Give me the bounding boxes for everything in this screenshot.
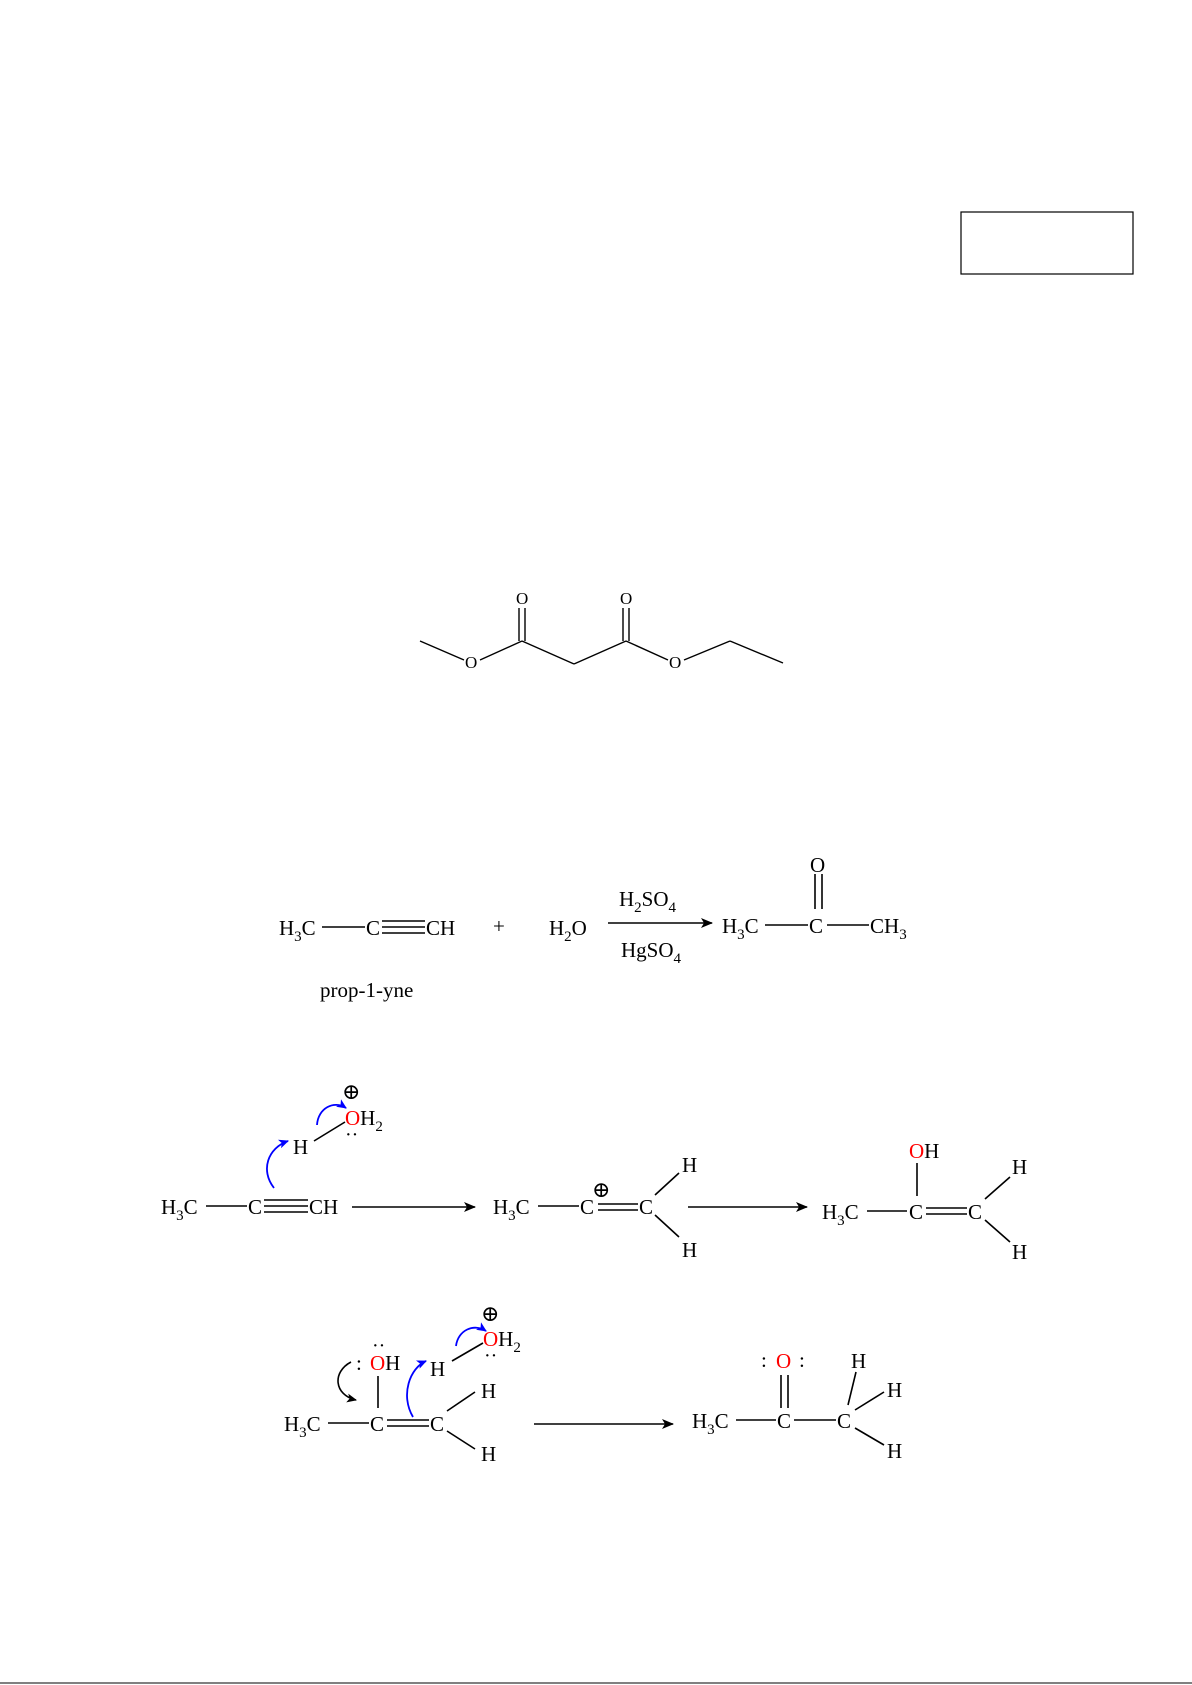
acid-proton: H (293, 1135, 308, 1159)
carbocation-charge: ⊕ (592, 1177, 610, 1202)
hydronium-positive-charge-2: ⊕ (481, 1301, 499, 1326)
reagent-mercuric-sulfate: HgSO4 (621, 938, 682, 967)
reactant-terminal-ch: CH (426, 916, 455, 940)
carbonyl-oxygen-right: O (620, 589, 632, 608)
acetone-h-top: H (851, 1349, 866, 1373)
ketone-oxygen: O (776, 1349, 791, 1373)
enol-terminal-c: C (968, 1200, 982, 1224)
enol-h-bottom: H (1012, 1240, 1027, 1264)
enol-carbon: C (909, 1200, 923, 1224)
arrow-lone-pair-to-bond (338, 1362, 356, 1400)
hydronium-lone-pair-2: ·· (484, 1345, 497, 1367)
reactant-alkyne-c: C (366, 916, 380, 940)
enol-h-top: H (1012, 1155, 1027, 1179)
reagent-sulfuric-acid: H2SO4 (619, 887, 677, 916)
hydration-reaction: H3C C CH + H2O H2SO4 HgSO4 H3C C O CH3 p… (279, 853, 907, 1002)
product-carbonyl-c: C (809, 914, 823, 938)
enol-methyl: H3C (822, 1200, 859, 1229)
product-methyl-right: CH3 (870, 914, 907, 943)
vinyl-cation-terminal-c: C (639, 1195, 653, 1219)
acetone-carbonyl-c: C (777, 1409, 791, 1433)
acetone-h-bottom: H (887, 1439, 902, 1463)
product-carbonyl-o: O (810, 853, 825, 877)
enol-carbon-2: C (370, 1412, 384, 1436)
ketone-lone-pair-left: : (761, 1348, 767, 1372)
carbonyl-oxygen-left: O (516, 589, 528, 608)
reactant-name-label: prop-1-yne (320, 978, 413, 1002)
vinyl-cation-methyl: H3C (493, 1195, 530, 1224)
mechanism-step-tautomerization: ⊕ OH2 ·· H ·· : OH H3C C C H H : O : H3C… (284, 1301, 902, 1466)
acid-proton-2: H (430, 1357, 445, 1381)
product-methyl-left: H3C (722, 914, 759, 943)
propyne-internal-c: C (248, 1195, 262, 1219)
acetone-methyl-left: H3C (692, 1409, 729, 1438)
enol-h-bottom-2: H (481, 1442, 496, 1466)
acetone-methyl-c: C (837, 1409, 851, 1433)
enol-hydroxyl-2: OH (370, 1351, 400, 1375)
vinyl-cation-h-top: H (682, 1153, 697, 1177)
enol-h-top-2: H (481, 1379, 496, 1403)
mechanism-step-protonation: ⊕ OH2 ·· H H3C C CH H3C C ⊕ C H H OH H3C (161, 1079, 1027, 1264)
arrow-pi-to-proton-2 (407, 1361, 426, 1417)
enol-hydroxyl: OH (909, 1139, 939, 1163)
arrow-pi-to-proton (267, 1141, 288, 1188)
answer-box (961, 212, 1133, 274)
reactant-methyl-h: H3C (279, 916, 316, 945)
enol-lone-pair-left: : (356, 1351, 362, 1375)
arrow-bond-to-oxygen (317, 1105, 346, 1125)
enol-terminal-c-2: C (430, 1412, 444, 1436)
hydronium-lone-pair: ·· (345, 1124, 358, 1146)
hydronium-positive-charge: ⊕ (342, 1079, 360, 1104)
diester-skeletal-structure: O O O O (420, 589, 783, 672)
ester-oxygen-right: O (669, 653, 681, 672)
plus-sign: + (493, 914, 505, 938)
acetone-h-mid: H (887, 1378, 902, 1402)
ketone-lone-pair-right: : (799, 1348, 805, 1372)
propyne-terminal-ch: CH (309, 1195, 338, 1219)
propyne-methyl: H3C (161, 1195, 198, 1224)
ester-oxygen-left: O (465, 653, 477, 672)
vinyl-cation-h-bottom: H (682, 1238, 697, 1262)
water: H2O (549, 916, 587, 945)
enol-methyl-2: H3C (284, 1412, 321, 1441)
